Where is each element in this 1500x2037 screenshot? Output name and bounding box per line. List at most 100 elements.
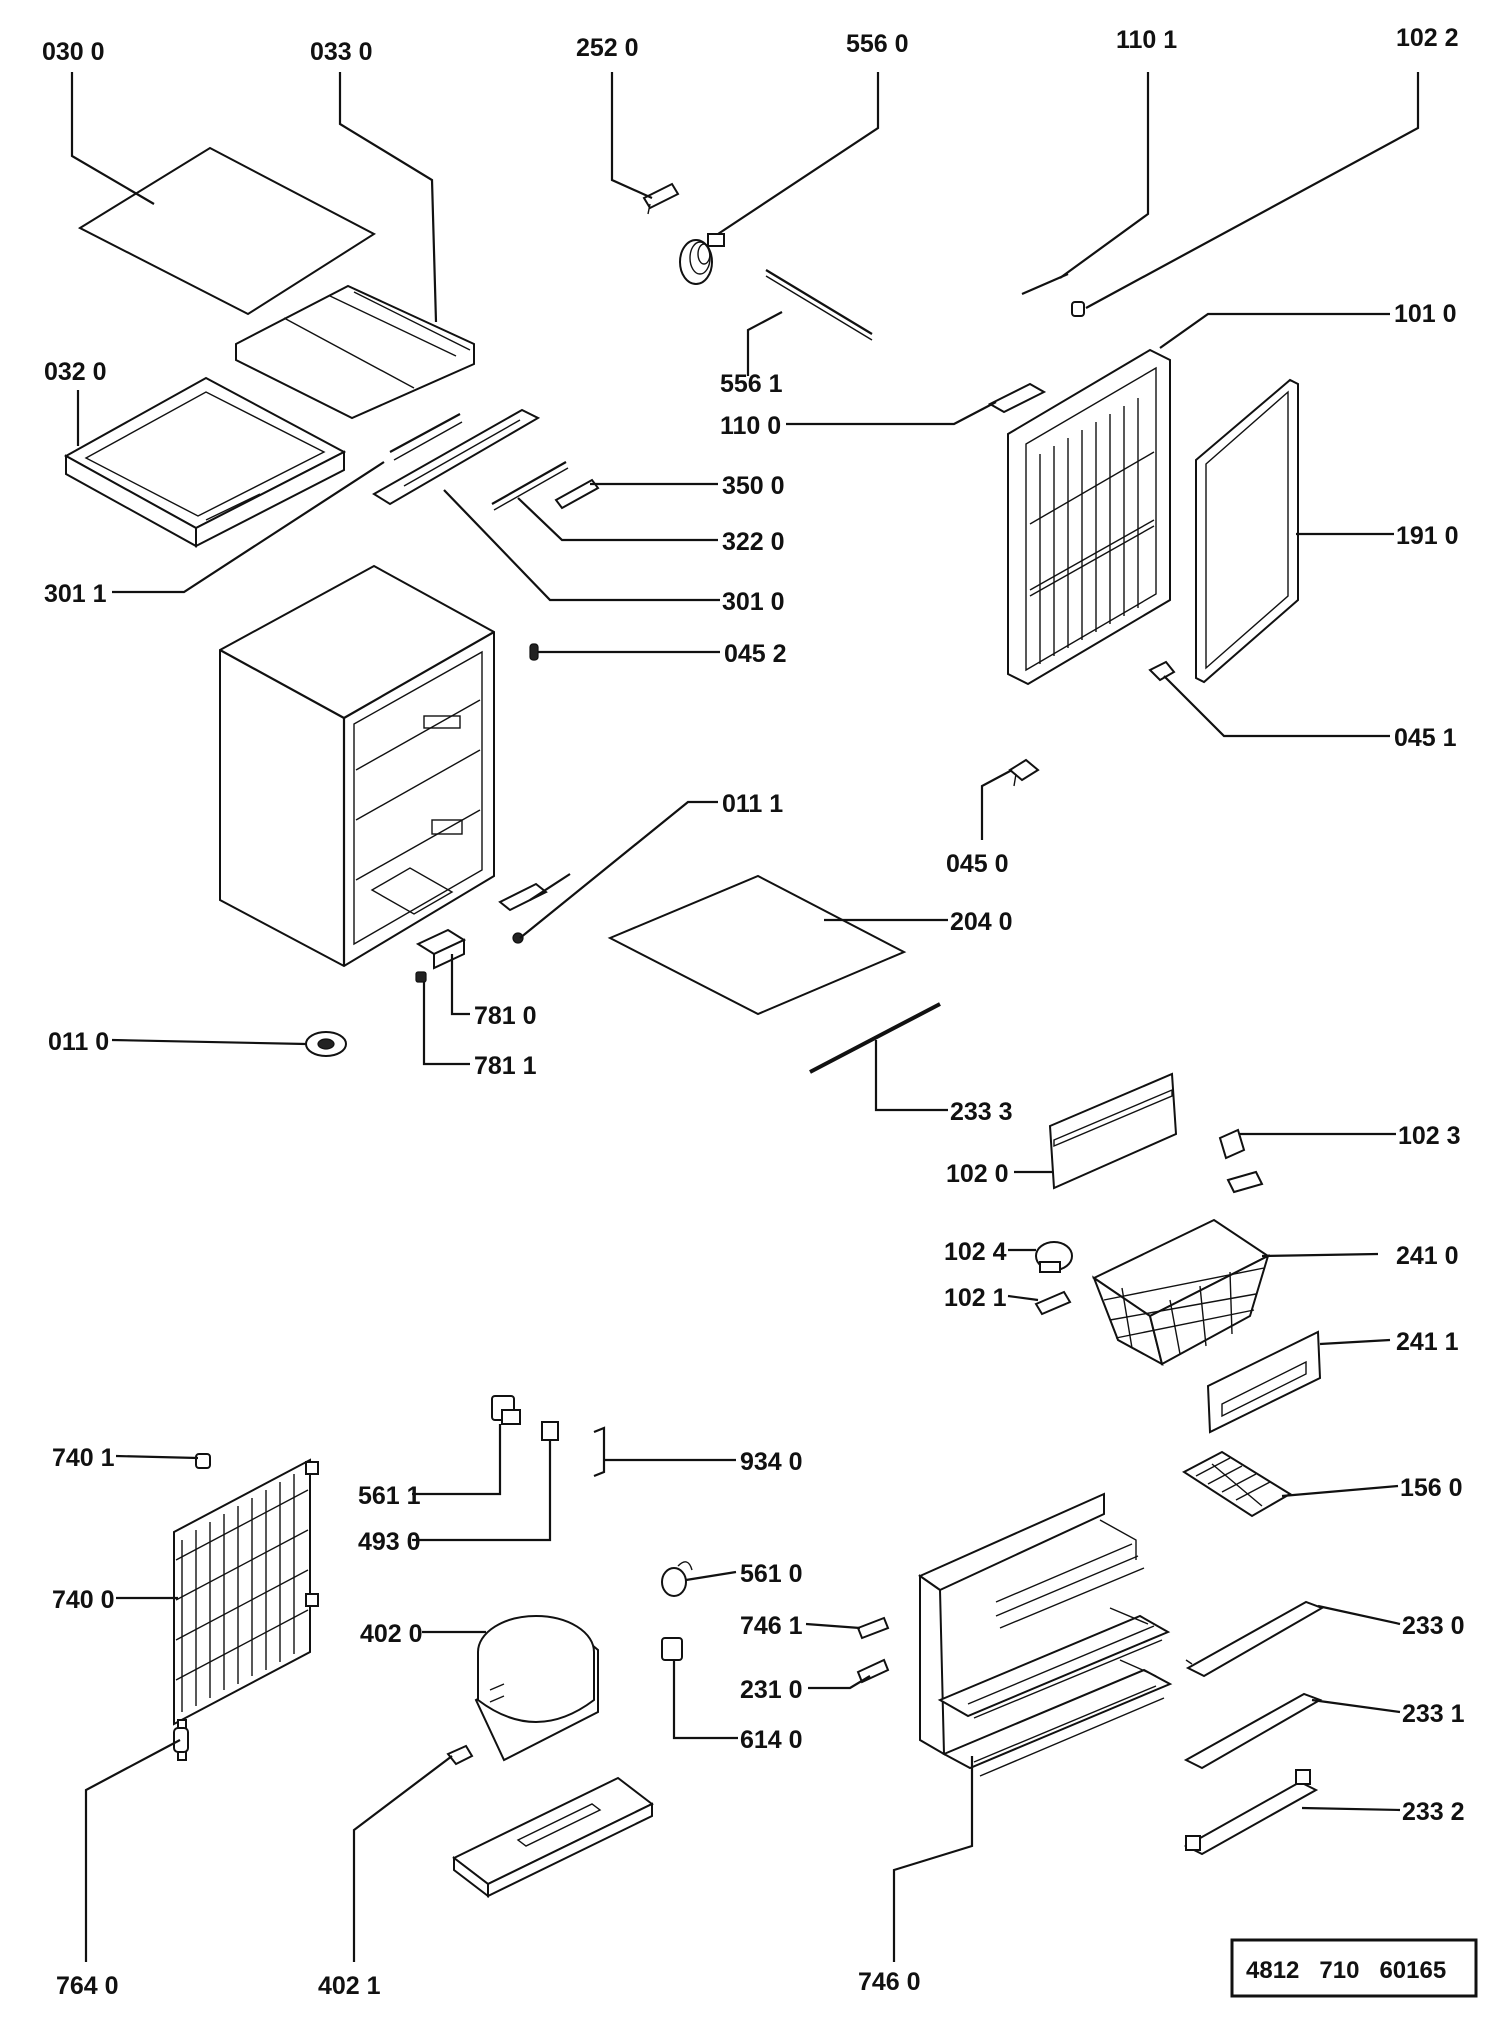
part-781-0-clip	[415, 928, 467, 970]
label-241-0: 241 0	[1396, 1242, 1459, 1270]
label-301-1: 301 1	[44, 580, 107, 608]
label-350-0: 350 0	[722, 472, 785, 500]
label-045-0: 045 0	[946, 850, 1009, 878]
leader-030-0	[70, 72, 155, 205]
part-233-3-rod	[809, 1002, 941, 1074]
label-764-0: 764 0	[56, 1972, 119, 2000]
leader-781-1	[422, 982, 470, 1066]
part-781-1-screw	[415, 971, 427, 983]
part-740-1-grommet	[195, 1453, 211, 1469]
label-402-1: 402 1	[318, 1972, 381, 2000]
label-746-1: 746 1	[740, 1612, 803, 1640]
label-556-1: 556 1	[720, 370, 783, 398]
label-102-0: 102 0	[946, 1160, 1009, 1188]
part-556-1-capillary	[765, 269, 873, 341]
label-032-0: 032 0	[44, 358, 107, 386]
leader-102-1	[1007, 1294, 1039, 1302]
part-556-0-thermostat	[679, 233, 725, 285]
drawing-number-stamp: 4812 710 60165	[1230, 1938, 1478, 1998]
leader-156-0	[1281, 1484, 1399, 1498]
part-102-1-latch	[1034, 1290, 1072, 1316]
label-934-0: 934 0	[740, 1448, 803, 1476]
part-402-1-grommet	[446, 1744, 474, 1766]
leader-556-0	[717, 72, 880, 235]
leader-241-0	[1261, 1252, 1379, 1258]
leader-781-0	[450, 954, 470, 1016]
leader-110-0	[786, 401, 997, 426]
label-252-0: 252 0	[576, 34, 639, 62]
leader-493-0	[412, 1440, 552, 1542]
leader-556-1	[746, 311, 783, 376]
label-110-0: 110 0	[720, 412, 781, 440]
label-110-1: 110 1	[1116, 26, 1177, 54]
leader-045-0	[980, 769, 1013, 840]
part-301-0-strip	[372, 408, 541, 506]
part-032-0-shelf-tray	[63, 376, 347, 548]
label-402-0: 402 0	[360, 1620, 423, 1648]
leader-561-0	[685, 1570, 737, 1582]
part-045-1-hinge-pin	[1148, 660, 1176, 682]
part-233-0-rail	[1185, 1600, 1325, 1678]
label-233-0: 233 0	[1402, 1612, 1465, 1640]
part-233-2-rail	[1183, 1769, 1319, 1856]
label-301-0: 301 0	[722, 588, 785, 616]
part-231-0-tab	[856, 1658, 890, 1684]
part-102-3-hinge	[1218, 1128, 1264, 1194]
part-011-0-foot	[305, 1031, 347, 1057]
part-033-0-cover-panel	[235, 284, 475, 420]
label-561-0: 561 0	[740, 1560, 803, 1588]
leader-231-0	[808, 1675, 871, 1690]
label-011-1: 011 1	[722, 790, 783, 818]
label-746-0: 746 0	[858, 1968, 921, 1996]
leader-241-1	[1319, 1338, 1391, 1346]
label-191-0: 191 0	[1396, 522, 1459, 550]
label-740-0: 740 0	[52, 1586, 115, 1614]
part-102-2-cap	[1071, 301, 1085, 317]
part-110-0-hinge	[987, 382, 1047, 414]
label-033-0: 033 0	[310, 38, 373, 66]
part-934-0-wire-clip	[593, 1426, 606, 1478]
part-740-0-condenser	[173, 1458, 319, 1726]
part-252-0-clip	[642, 182, 680, 215]
part-204-0-glass-shelf	[607, 874, 907, 1016]
leader-110-1	[1059, 72, 1150, 279]
leader-322-0	[517, 497, 718, 542]
label-102-2: 102 2	[1396, 24, 1459, 52]
part-402-0-compressor	[474, 1615, 599, 1762]
part-241-0-basket	[1091, 1218, 1270, 1366]
label-233-2: 233 2	[1402, 1798, 1465, 1826]
label-233-3: 233 3	[950, 1098, 1013, 1126]
label-556-0: 556 0	[846, 30, 909, 58]
label-011-0: 011 0	[48, 1028, 109, 1056]
leader-233-2	[1301, 1806, 1401, 1812]
part-746-1-tab	[856, 1616, 890, 1640]
label-204-0: 204 0	[950, 908, 1013, 936]
part-045-0-bracket	[1008, 758, 1040, 787]
drawing-number: 4812 710 60165	[1246, 1957, 1446, 1984]
leader-561-1	[412, 1424, 502, 1496]
label-322-0: 322 0	[722, 528, 785, 556]
label-493-0: 493 0	[358, 1528, 421, 1556]
part-101-0-inner-door	[1007, 348, 1171, 686]
part-labels: 030 0 033 0 252 0 556 0 110 1 102 2 032 …	[42, 24, 1465, 2000]
label-102-3: 102 3	[1398, 1122, 1461, 1150]
part-561-1-relay	[491, 1395, 521, 1425]
leader-301-1	[112, 461, 385, 594]
part-102-4-knob	[1035, 1241, 1073, 1273]
part-322-0-bar	[491, 461, 569, 511]
label-740-1: 740 1	[52, 1444, 115, 1472]
leader-033-0	[338, 72, 438, 323]
label-614-0: 614 0	[740, 1726, 803, 1754]
label-030-0: 030 0	[42, 38, 105, 66]
part-191-0-gasket	[1195, 378, 1299, 684]
leader-233-3	[874, 1040, 948, 1112]
part-764-0-drier	[173, 1719, 189, 1761]
part-156-0-ice-tray	[1182, 1450, 1292, 1518]
leader-lines	[70, 72, 1420, 1962]
part-030-0-glass-plate	[77, 146, 376, 316]
label-156-0: 156 0	[1400, 1474, 1463, 1502]
leader-301-0	[443, 489, 720, 602]
leader-614-0	[672, 1660, 738, 1740]
label-102-4: 102 4	[944, 1238, 1007, 1266]
